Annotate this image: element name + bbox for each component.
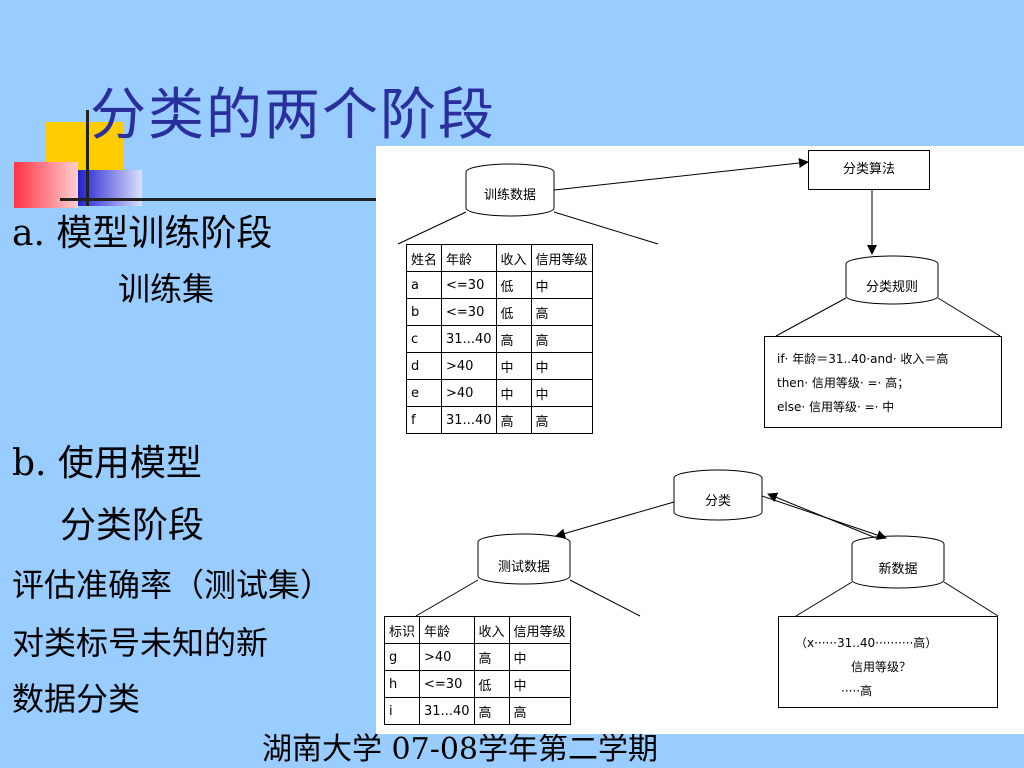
- test-data-cylinder: [477, 533, 571, 585]
- new-data-line-3: ·····高: [841, 684, 873, 698]
- table-row: f 31...40 高 高: [405, 406, 593, 434]
- rule-line-2: then· 信用等级· =· 高；: [777, 376, 910, 390]
- table-row: i 31...40 高 高: [383, 697, 571, 725]
- classify-text-line-2: 数据分类: [12, 680, 141, 718]
- arrow-classify-to-test: [555, 501, 675, 539]
- deco-vertical-line: [86, 110, 89, 206]
- diagram-lines: [397, 158, 1001, 687]
- classify-text-line-1: 对类标号未知的新: [12, 624, 269, 662]
- train-data-cylinder: [465, 163, 555, 217]
- eval-text: 评估准确率（测试集）: [12, 566, 333, 604]
- rules-box: if· 年龄＝31..40·and· 收入＝高 then· 信用等级· =· 高…: [764, 336, 1002, 428]
- section-a-subheading: 训练集: [118, 270, 215, 308]
- new-data-line-2: 信用等级？: [851, 660, 912, 674]
- table-row: h <=30 低 中: [383, 670, 571, 698]
- test-table: 标识 年龄 收入 信用等级 g >40 高 中 h <=30 低 中 i 31.…: [383, 616, 571, 725]
- slide-title: 分类的两个阶段: [90, 83, 496, 148]
- algorithm-label: 分类算法: [842, 162, 895, 177]
- train-data-label: 训练数据: [483, 188, 536, 203]
- rules-label: 分类规则: [865, 280, 918, 295]
- train-table: 姓名 年龄 收入 信用等级 a <=30 低 中 b <=30 低 高 c 31…: [405, 244, 593, 434]
- test-table-header: 标识 年龄 收入 信用等级: [383, 616, 571, 644]
- new-data-line-1: （x······31..40··········高）: [795, 636, 938, 650]
- deco-horizontal-line: [60, 198, 380, 201]
- algorithm-box: 分类算法: [808, 150, 930, 190]
- test-data-label: 测试数据: [497, 560, 550, 575]
- new-data-label: 新数据: [878, 562, 918, 577]
- section-b-heading: b. 使用模型: [12, 443, 202, 484]
- section-b-subheading: 分类阶段: [60, 505, 205, 546]
- table-row: c 31...40 高 高: [405, 325, 593, 353]
- deco-red-square: [14, 162, 78, 208]
- classify-label: 分类: [704, 494, 731, 509]
- footer-text: 湖南大学 07-08学年第二学期: [262, 732, 659, 767]
- classification-diagram: 训练数据 分类规则 分类 测试数据 新数据 分类算法 if· 年龄＝31..40…: [376, 146, 1024, 734]
- section-a-heading: a. 模型训练阶段: [12, 213, 273, 254]
- table-row: b <=30 低 高: [405, 298, 593, 326]
- new-data-box: （x······31..40··········高） 信用等级？ ·····高: [778, 616, 998, 708]
- table-row: a <=30 低 中: [405, 271, 593, 299]
- table-row: e >40 中 中: [405, 379, 593, 407]
- arrow-train-to-algorithm: [553, 158, 809, 191]
- rule-line-3: else· 信用等级· =· 中: [777, 400, 895, 414]
- arrow-new-to-classify: [767, 492, 877, 539]
- classify-cylinder: [673, 469, 763, 521]
- table-row: d >40 中 中: [405, 352, 593, 380]
- table-row: g >40 高 中: [383, 643, 571, 671]
- train-table-header: 姓名 年龄 收入 信用等级: [405, 244, 593, 272]
- new-data-cylinder: [851, 535, 945, 589]
- rule-line-1: if· 年龄＝31..40·and· 收入＝高: [777, 352, 949, 366]
- rules-cylinder: [845, 255, 939, 305]
